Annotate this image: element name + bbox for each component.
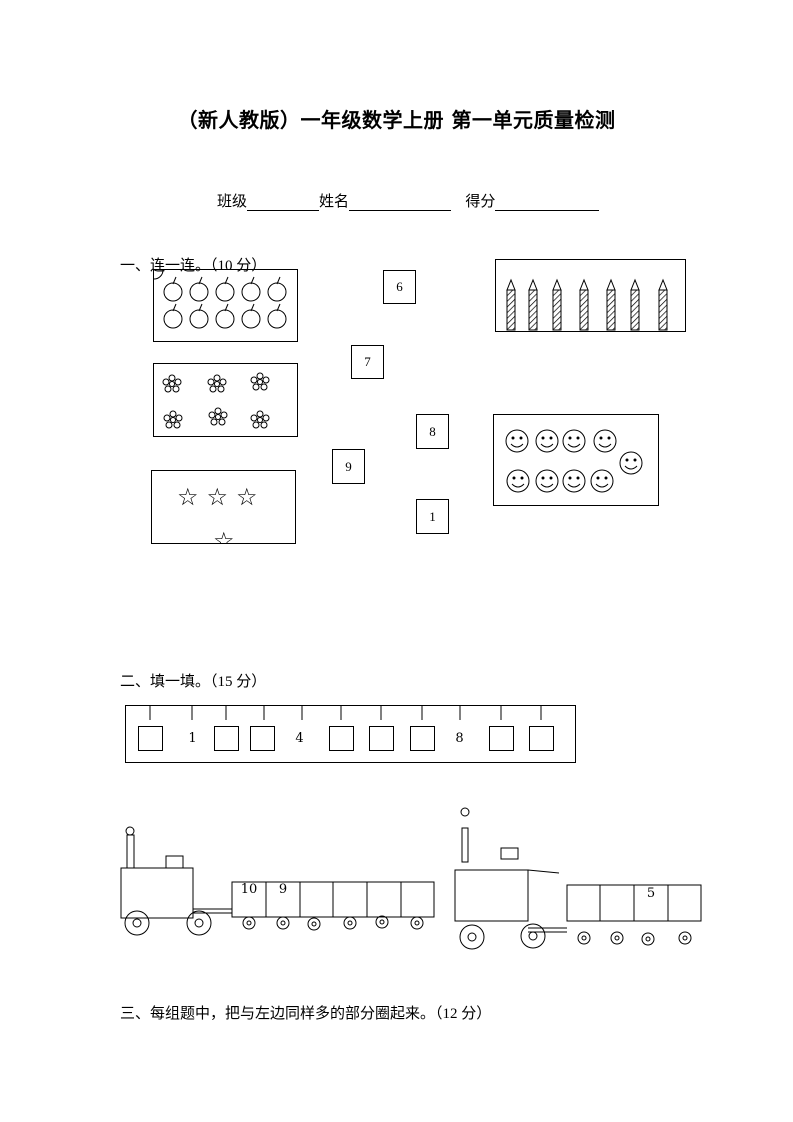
- sequence-cell-blank[interactable]: [214, 726, 239, 751]
- name-label: 姓名: [319, 192, 350, 210]
- right-train: [454, 807, 702, 950]
- score-field[interactable]: [495, 193, 600, 211]
- section3-heading: 三、每组题中，把与左边同样多的部分圈起来。（12 分）: [120, 1004, 492, 1022]
- number-card[interactable]: 7: [351, 345, 384, 379]
- train-car-label: 5: [646, 886, 656, 901]
- sequence-cell-number: 8: [455, 731, 464, 746]
- flower-icons: [162, 372, 270, 429]
- name-field[interactable]: [349, 193, 452, 211]
- pencil-icon: [506, 279, 668, 331]
- number-card[interactable]: 6: [383, 270, 416, 304]
- number-card[interactable]: 9: [332, 449, 365, 484]
- apple-group[interactable]: [144, 254, 298, 342]
- smiley-group[interactable]: [493, 414, 659, 506]
- sequence-cell-blank[interactable]: [138, 726, 163, 751]
- number-card[interactable]: 1: [416, 499, 449, 534]
- class-field[interactable]: [247, 193, 320, 211]
- sequence-cell-blank[interactable]: [369, 726, 394, 751]
- star-icon: ☆☆☆: [177, 483, 266, 511]
- number-card[interactable]: 8: [416, 414, 449, 449]
- star-group[interactable]: ☆☆☆ ☆: [151, 470, 296, 544]
- smiley-icons: [505, 429, 643, 493]
- train-car-label: 9: [278, 882, 288, 897]
- apple-icon: [144, 254, 164, 280]
- number-sequence-strip: 1 4 8: [125, 705, 576, 763]
- sequence-cell-blank[interactable]: [250, 726, 275, 751]
- flower-group[interactable]: [153, 363, 298, 437]
- sequence-ticks: [149, 706, 542, 720]
- star-icon: ☆: [213, 527, 235, 544]
- class-label: 班级: [217, 192, 248, 210]
- sequence-cell-blank[interactable]: [489, 726, 514, 751]
- smiley-icon: [505, 429, 643, 493]
- pencil-icons: [506, 279, 668, 331]
- pencil-group[interactable]: [495, 259, 686, 332]
- sequence-cell-blank[interactable]: [329, 726, 354, 751]
- train-car-label: 10: [240, 882, 258, 897]
- page-title: （新人教版）一年级数学上册 第一单元质量检测: [177, 108, 616, 132]
- info-line: 班级 姓名 得分: [217, 190, 600, 211]
- sequence-cell-blank[interactable]: [529, 726, 554, 751]
- sequence-cell-number: 4: [295, 731, 304, 746]
- sequence-cell-number: 1: [188, 731, 197, 746]
- apple-icons: [144, 254, 287, 329]
- section2-heading: 二、填一填。（15 分）: [120, 672, 267, 690]
- left-train: [120, 826, 435, 936]
- flower-icon: [162, 372, 270, 429]
- score-label: 得分: [465, 192, 496, 210]
- sequence-cell-blank[interactable]: [410, 726, 435, 751]
